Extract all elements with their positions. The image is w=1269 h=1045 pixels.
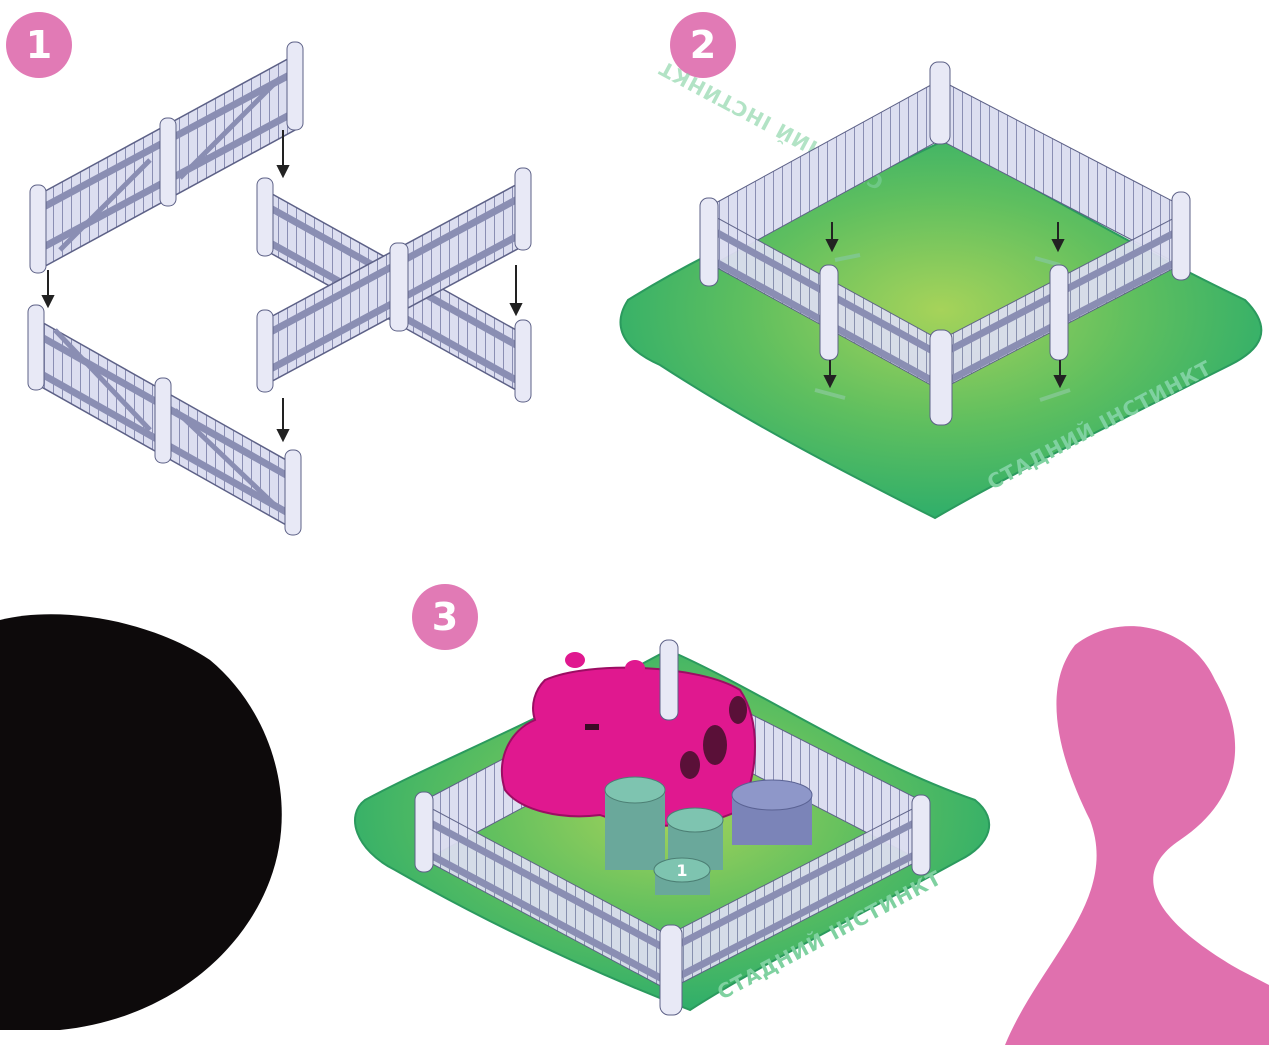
assembly-arrows	[41, 130, 523, 443]
token-stacks: 1	[604, 776, 813, 895]
token-value: 1	[676, 861, 687, 880]
grass-board	[619, 138, 1263, 520]
black-blob-decoration	[0, 614, 282, 1030]
step-1-fence-pieces	[27, 41, 532, 536]
slot-marks	[814, 253, 1071, 402]
fence-cross-piece	[256, 167, 532, 403]
step-3-pen-with-cow: СТАДНИЙ ІНСТИНКТ 1	[354, 639, 991, 1016]
assembly-arrows	[823, 222, 1067, 389]
step-2-assembled-pen: СТАДНИЙ ІНСТИНКТ СТАДНИЙ ІНСТИНКТ	[619, 56, 1263, 520]
step-2-badge: 2	[670, 12, 736, 78]
cow-figure	[500, 652, 756, 827]
step-1-badge: 1	[6, 12, 72, 78]
pink-blob-decoration	[1005, 626, 1269, 1045]
fence-piece	[27, 304, 302, 536]
step-3-badge: 3	[412, 584, 478, 650]
fence-piece	[29, 41, 304, 274]
